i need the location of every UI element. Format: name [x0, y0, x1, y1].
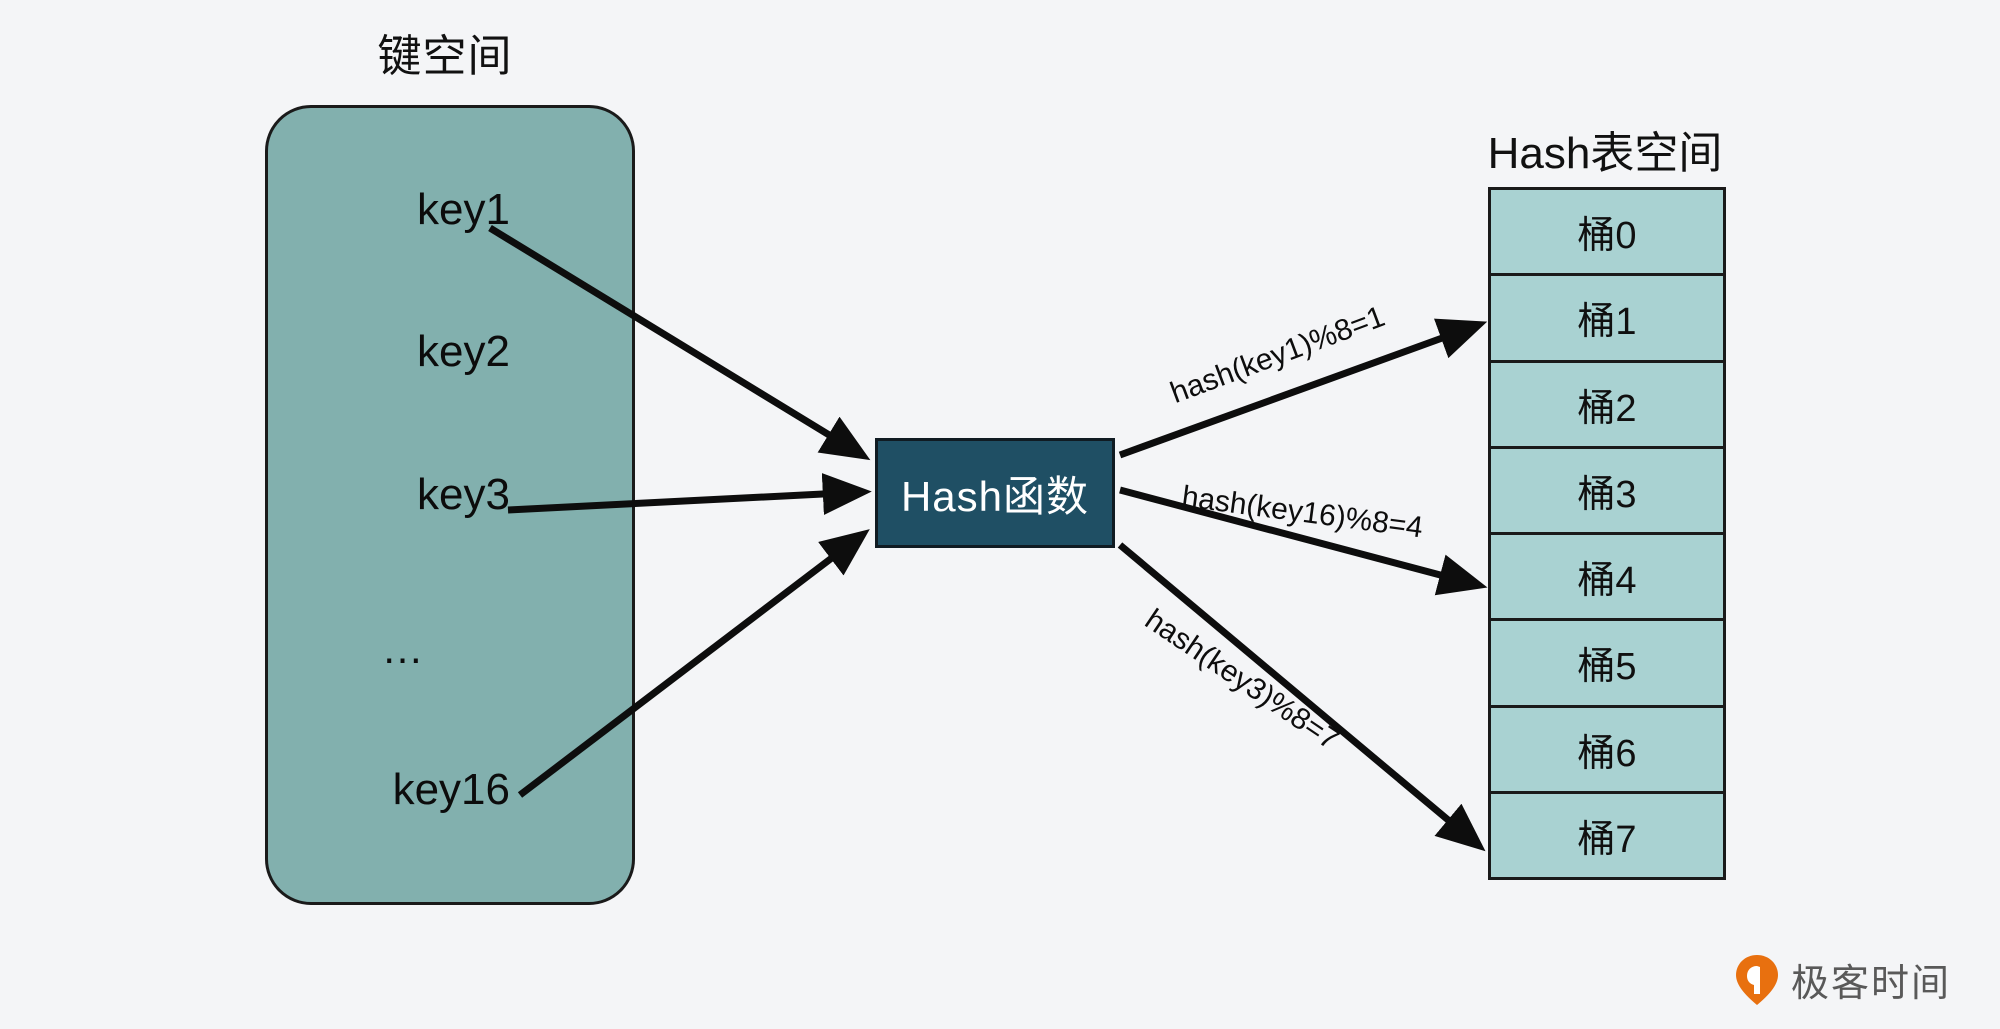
hashtable: 桶0 桶1 桶2 桶3 桶4 桶5 桶6 桶7: [1488, 187, 1726, 880]
key-label-key3: key3: [417, 470, 510, 519]
bucket-row: 桶0: [1491, 190, 1723, 277]
location-pin-icon: [1736, 954, 1778, 1005]
key-label-key2: key2: [417, 327, 510, 376]
keyspace-title: 键空间: [377, 32, 513, 81]
key-label-key1: key1: [417, 185, 510, 234]
arrow-hash-to-bucket7: [1117, 542, 1486, 852]
key-label-ellipsis: …: [381, 625, 429, 672]
bucket-row: 桶2: [1491, 362, 1723, 449]
key-label-key16: key16: [392, 765, 510, 814]
bucket-row: 桶4: [1491, 535, 1723, 622]
bucket-row: 桶5: [1491, 621, 1723, 708]
hash-function-label: Hash函数: [900, 472, 1090, 520]
hashtable-title: Hash表空间: [1487, 129, 1723, 178]
mapping-label-key16: hash(key16)%8=4: [1179, 480, 1425, 545]
hash-function-box: Hash函数: [875, 438, 1115, 548]
bucket-row: 桶3: [1491, 448, 1723, 535]
bucket-row: 桶1: [1491, 276, 1723, 363]
watermark-text: 极客时间: [1791, 963, 1952, 1005]
bucket-row: 桶7: [1491, 793, 1723, 877]
mapping-label-key1: hash(key1)%8=1: [1166, 299, 1390, 410]
mapping-label-key3: hash(key3)%8=7: [1139, 602, 1345, 757]
watermark: 极客时间: [1735, 952, 1951, 1007]
bucket-row: 桶6: [1491, 707, 1723, 794]
